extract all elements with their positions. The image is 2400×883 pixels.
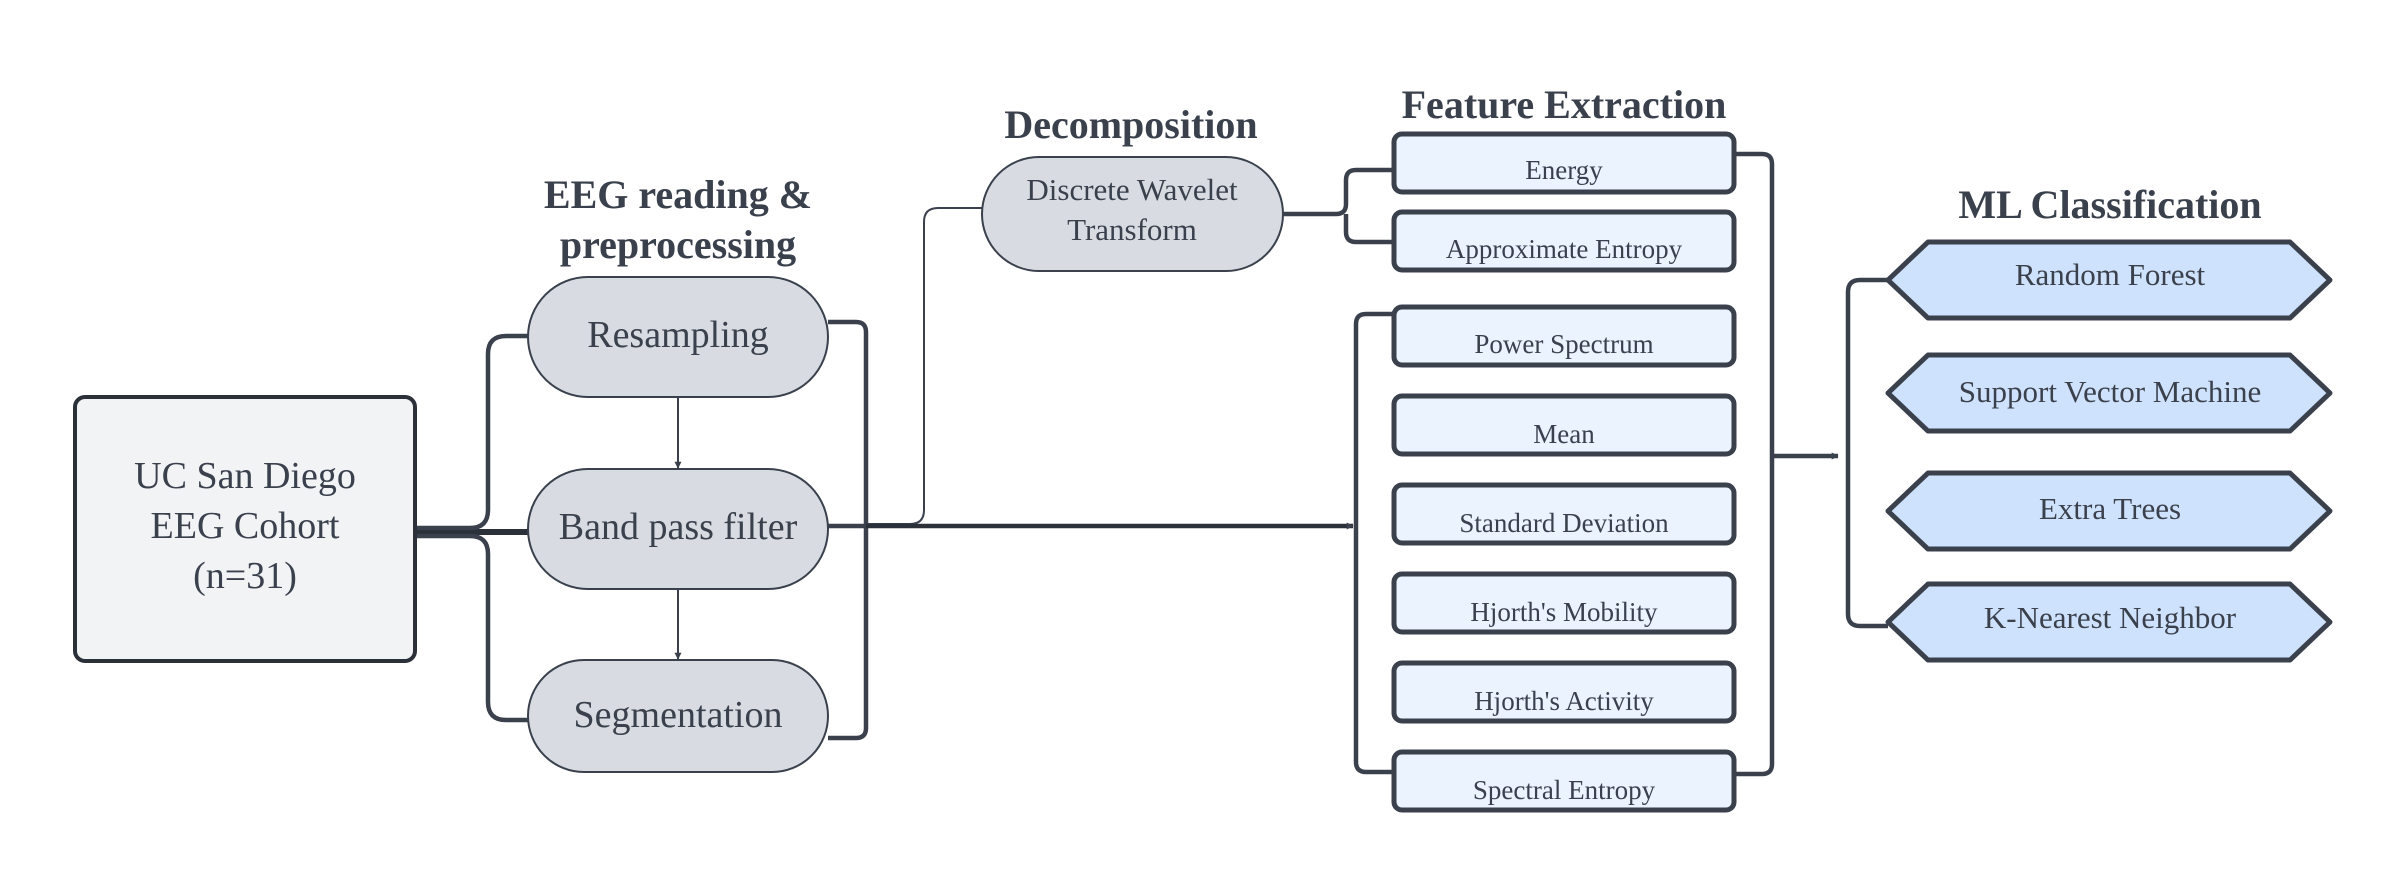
classifier-svm-label: Support Vector Machine xyxy=(1959,374,2261,409)
classifier-extra-trees-label: Extra Trees xyxy=(2039,491,2181,526)
feature-hjorth-mobility-label: Hjorth's Mobility xyxy=(1470,597,1658,627)
dwt-line1: Discrete Wavelet xyxy=(1026,172,1238,207)
feature-spectral-entropy: Spectral Entropy xyxy=(1391,749,1737,813)
source-line1: UC San Diego xyxy=(134,455,356,497)
bracket-features-left xyxy=(1353,311,1394,775)
feature-hjorth-mobility: Hjorth's Mobility xyxy=(1391,571,1737,635)
source-line3: (n=31) xyxy=(193,555,297,597)
classifier-svm: Support Vector Machine xyxy=(1885,352,2333,434)
node-resampling: Resampling xyxy=(527,276,829,398)
section-title-ml: ML Classification xyxy=(1958,182,2261,227)
bandpass-label: Band pass filter xyxy=(559,506,798,548)
section-title-eeg-line1: EEG reading & xyxy=(544,172,812,217)
feature-approx-entropy-label: Approximate Entropy xyxy=(1446,234,1683,264)
feature-power-spectrum-label: Power Spectrum xyxy=(1474,329,1653,359)
connectors xyxy=(415,151,1888,777)
feature-hjorth-activity: Hjorth's Activity xyxy=(1391,660,1737,724)
feature-energy-label: Energy xyxy=(1525,155,1603,185)
classifier-knn-label: K-Nearest Neighbor xyxy=(1984,600,2237,635)
node-bandpass: Band pass filter xyxy=(527,468,829,590)
connector-source-segmentation xyxy=(415,533,528,723)
bracket-classifiers xyxy=(1845,277,1888,629)
node-segmentation: Segmentation xyxy=(527,659,829,773)
connector-to-dwt xyxy=(866,207,982,525)
dwt-line2: Transform xyxy=(1067,212,1197,247)
feature-hjorth-activity-label: Hjorth's Activity xyxy=(1474,686,1654,716)
bracket-features-right xyxy=(1734,151,1775,777)
bracket-preprocessing xyxy=(828,319,869,741)
source-node: UC San Diego EEG Cohort (n=31) xyxy=(73,395,417,663)
classifier-random-forest-label: Random Forest xyxy=(2015,257,2206,292)
feature-mean-label: Mean xyxy=(1533,419,1595,449)
resampling-label: Resampling xyxy=(587,314,769,356)
section-title-eeg-line2: preprocessing xyxy=(560,222,796,267)
connector-dwt-features xyxy=(1283,167,1394,245)
segmentation-label: Segmentation xyxy=(574,694,783,736)
feature-power-spectrum: Power Spectrum xyxy=(1391,304,1737,368)
feature-std: Standard Deviation xyxy=(1391,482,1737,546)
feature-std-label: Standard Deviation xyxy=(1459,508,1669,538)
feature-spectral-entropy-label: Spectral Entropy xyxy=(1473,775,1656,805)
feature-energy: Energy xyxy=(1391,131,1737,195)
feature-mean: Mean xyxy=(1391,393,1737,457)
source-line2: EEG Cohort xyxy=(151,505,340,547)
connector-source-resampling xyxy=(415,333,528,531)
node-dwt: Discrete Wavelet Transform xyxy=(981,156,1284,272)
section-title-feature-extraction: Feature Extraction xyxy=(1402,82,1727,127)
section-title-decomposition: Decomposition xyxy=(1004,102,1257,147)
classifier-random-forest: Random Forest xyxy=(1885,239,2333,321)
feature-approx-entropy: Approximate Entropy xyxy=(1391,209,1737,273)
classifier-extra-trees: Extra Trees xyxy=(1885,470,2333,552)
classifier-knn: K-Nearest Neighbor xyxy=(1885,581,2333,663)
